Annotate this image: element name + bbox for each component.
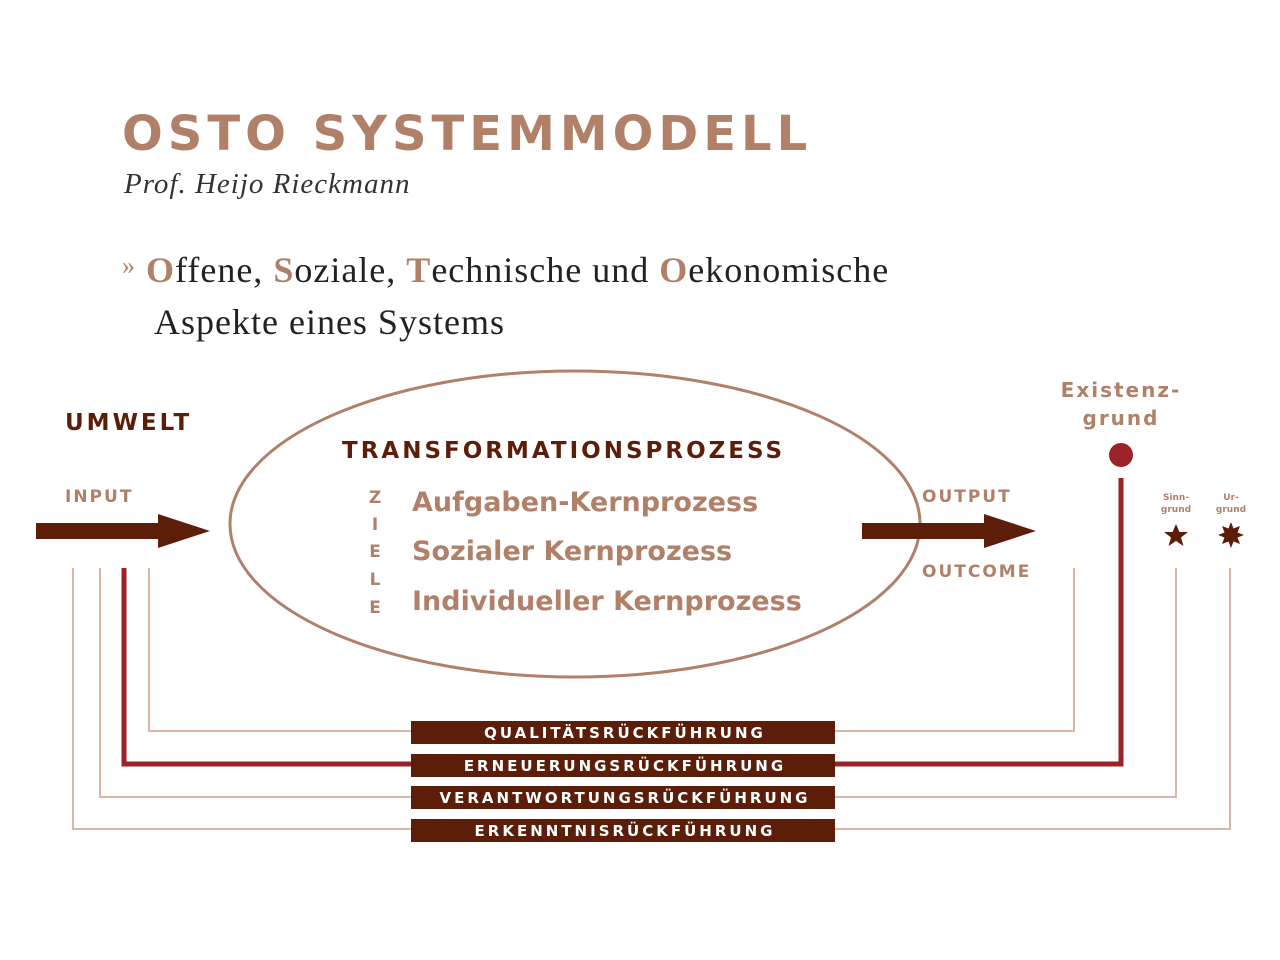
qualitaet-box (411, 721, 835, 744)
bullet-marker: » (122, 251, 136, 280)
verantwortung-box (411, 786, 835, 809)
output-arrow (862, 514, 1036, 548)
sinngrund-label-2: grund (1161, 505, 1191, 515)
initial-t: T (406, 250, 432, 290)
word-offene: ffene, (175, 250, 274, 290)
page-title: OSTO SYSTEMMODELL (122, 106, 813, 162)
erneuerung-label: ERNEUERUNGSRÜCKFÜHRUNG (464, 756, 786, 775)
ziele-letter: E (369, 598, 381, 618)
existenzgrund-label: Existenz- (1061, 378, 1182, 402)
ziele-letter: L (370, 570, 381, 590)
ziele-letter: I (372, 515, 378, 535)
urgrund-burst-icon (1218, 522, 1244, 548)
process-item: Sozialer Kernprozess (412, 536, 732, 567)
verantwortung-label: VERANTWORTUNGSRÜCKFÜHRUNG (440, 788, 811, 807)
erkenntnis-box (411, 819, 835, 842)
initial-s: S (273, 250, 295, 290)
word-technische: echnische und (431, 250, 660, 290)
output-label: OUTPUT (922, 487, 1012, 507)
word-soziale: oziale, (294, 250, 407, 290)
feedback-label-boxes (411, 721, 835, 842)
erneuerung-box (411, 754, 835, 777)
word-oekonomische: ekonomische (688, 250, 890, 290)
author-subtitle: Prof. Heijo Rieckmann (124, 168, 411, 200)
input-arrow (36, 514, 210, 548)
transformation-title: TRANSFORMATIONSPROZESS (342, 438, 785, 464)
input-label: INPUT (65, 487, 133, 507)
sinngrund-label: Sinn- (1163, 493, 1189, 503)
bullet-line-2: Aspekte eines Systems (154, 302, 505, 342)
bullet-line-1: Offene, Soziale, Technische und Oekonomi… (146, 250, 889, 290)
ziele-letter: Z (369, 488, 381, 508)
qualitaet-label: QUALITÄTSRÜCKFÜHRUNG (484, 723, 766, 742)
umwelt-label: UMWELT (65, 410, 192, 436)
existenzgrund-label-2: grund (1083, 406, 1160, 430)
sinngrund-star-icon (1164, 524, 1188, 546)
urgrund-label: Ur- (1223, 493, 1239, 503)
ziele-vertical-label: Z I E L E (369, 488, 381, 618)
existenzgrund-dot (1109, 443, 1133, 467)
process-item: Individueller Kernprozess (412, 586, 802, 617)
process-item: Aufgaben-Kernprozess (412, 487, 758, 518)
bullet-point: » Offene, Soziale, Technische und Oekonom… (122, 240, 889, 348)
outcome-label: OUTCOME (922, 562, 1031, 582)
urgrund-label-2: grund (1216, 505, 1246, 515)
erkenntnis-label: ERKENNTNISRÜCKFÜHRUNG (475, 821, 776, 840)
initial-o2: O (659, 250, 689, 290)
transformation-ellipse (228, 369, 922, 679)
ziele-letter: E (369, 542, 381, 562)
initial-o: O (146, 250, 176, 290)
process-list: Aufgaben-Kernprozess Sozialer Kernprozes… (412, 487, 802, 617)
